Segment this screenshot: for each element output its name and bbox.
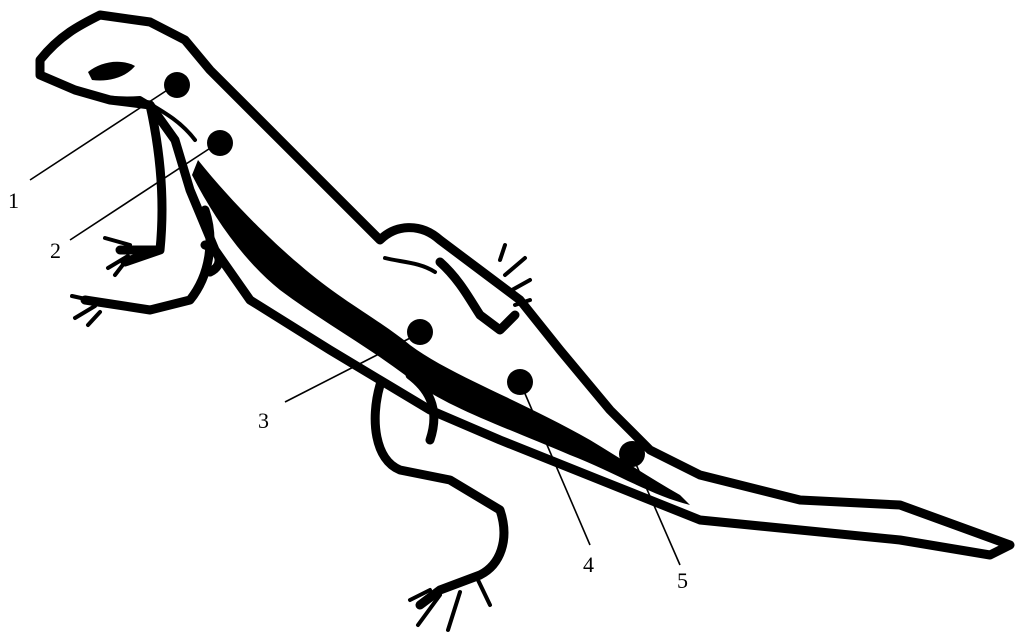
- marker-dot-5: [619, 441, 645, 467]
- marker-dot-2: [207, 130, 233, 156]
- leader-line-2: [70, 143, 218, 240]
- leader-line-4: [520, 382, 590, 545]
- label-2: 2: [50, 238, 61, 263]
- label-5: 5: [677, 568, 688, 593]
- label-4: 4: [583, 552, 594, 577]
- marker-dot-4: [507, 369, 533, 395]
- label-1: 1: [8, 188, 19, 213]
- marker-dot-1: [164, 72, 190, 98]
- lizard-icon: [40, 15, 1010, 630]
- label-3: 3: [258, 408, 269, 433]
- marker-dot-3: [407, 319, 433, 345]
